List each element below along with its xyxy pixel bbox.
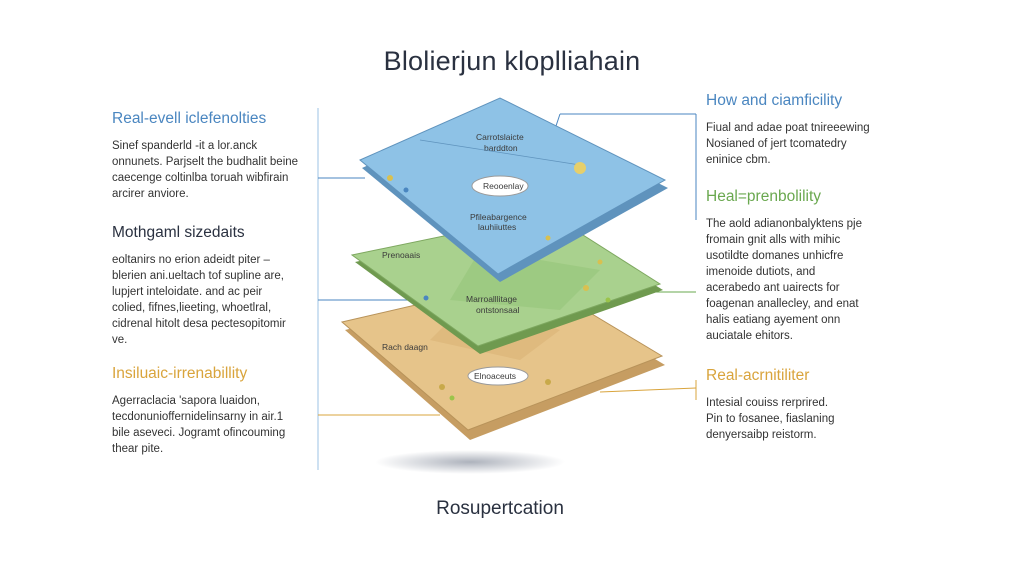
left-panel-2-line: lupjert inteloidate. and ac peir (112, 286, 263, 298)
right-panel-1-heading: How and ciamficility (706, 92, 843, 109)
left-panel-3-line: bile aseveci. Jogramt ofincouming (112, 427, 286, 439)
bottom-layer-label: Rach daagn (382, 342, 428, 352)
footer-label: Rosupertcation (436, 498, 564, 519)
right-panel-3: Real-acrnitiliter Intesial couiss rerpri… (706, 367, 906, 443)
top-layer-label-4: lauhiiuttes (478, 222, 516, 232)
right-panel-3-heading: Real-acrnitiliter (706, 367, 810, 384)
right-panel-2-line: The aold adianonbalyktens pje (706, 218, 863, 230)
left-panel-3: Insiluaic-irrenabillity Agerraclacia 'sa… (112, 365, 312, 457)
top-layer-label-1: Carrotslaicte (476, 132, 524, 142)
right-panel-3-line: Intesial couiss rerprired. (706, 397, 829, 409)
right-panel-2-heading: Heal=prenbolility (706, 188, 822, 205)
top-layer-label-2: barddton (484, 143, 518, 153)
left-panel-3-line: tecdonunioffernidelinsarny in air.1 (112, 411, 284, 423)
left-panel-2-line: blerien ani.ueltach tof supline are, (112, 270, 284, 282)
right-panel-1: How and ciamficility Fiual and adae poat… (706, 92, 906, 168)
right-panel-3-line: denyersaibp reistorm. (706, 429, 817, 441)
right-panel-3-line: Pin to fosanee, fiaslaning (706, 413, 835, 425)
right-panel-2-line: acerabedo ant uairects for (706, 282, 840, 294)
connector-lines (317, 108, 697, 470)
right-panel-1-line: eninice cbm. (706, 154, 771, 166)
page-title: Blolierjun kloplliahain (383, 46, 641, 76)
left-panel-1: Real-evell iclefenolties Sinef spanderld… (112, 110, 312, 202)
right-panel-1-line: Fiual and adae poat tnireeewing (706, 122, 870, 134)
stack-shadow (375, 450, 565, 474)
left-panel-2-line: colied, fifnes,lieeting, whoetlral, (112, 302, 272, 314)
middle-layer-label-1: Prenoaais (382, 250, 420, 260)
middle-layer: Prenoaais Marroalllitage ontstonsaal (350, 213, 663, 354)
top-layer-badge: Reooenlay (483, 181, 524, 191)
left-panel-1-line: onnunets. Parjselt the budhalit beine (112, 156, 299, 168)
right-panel-1-line: Nosianed of jert tcomatedry (706, 138, 847, 150)
right-panel-2-line: fromain gnit alls with mihic (706, 234, 841, 246)
left-panel-2-line: ve. (112, 334, 128, 346)
right-panel-2-line: auciatale ehitors. (706, 330, 793, 342)
left-panel-2-heading: Mothgaml sizedaits (112, 224, 245, 241)
top-layer-label-3: Pfileabargence (470, 212, 527, 222)
left-panel-1-line: caecenge coltinlba toruah wibfirain (112, 172, 289, 184)
bottom-layer-badge: Elnoaceuts (474, 371, 516, 381)
right-panel-2-line: usotildte domanes unhicfre (706, 250, 844, 262)
right-panel-2-line: imenoide dutiots, and (706, 266, 816, 278)
left-panel-2-line: eoltanirs no erion adeidt piter – (112, 254, 270, 266)
left-panel-2-line: cidrenal hitolt desa pectesopitomir (112, 318, 286, 330)
right-panel-2-line: foagenan anallecley, and enat (706, 298, 859, 310)
left-panel-3-line: thear pite. (112, 443, 164, 455)
left-panel-1-line: arcirer anviore. (112, 188, 189, 200)
right-panel-2: Heal=prenbolility The aold adianonbalykt… (706, 188, 906, 344)
middle-layer-label-3: ontstonsaal (476, 305, 520, 315)
left-panel-1-line: Sinef spanderld -it a lor.anck (112, 140, 258, 152)
left-panel-1-heading: Real-evell iclefenolties (112, 110, 267, 127)
top-layer: Carrotslaicte barddton Reooenlay Pfileab… (359, 97, 668, 282)
left-panel-2: Mothgaml sizedaits eoltanirs no erion ad… (112, 224, 312, 348)
right-panel-2-line: halis eatiang ayement onn (706, 314, 841, 326)
middle-layer-label-2: Marroalllitage (466, 294, 517, 304)
left-panel-3-line: Agerraclacia 'sapora luaidon, (112, 395, 260, 407)
left-panel-3-heading: Insiluaic-irrenabillity (112, 365, 248, 382)
